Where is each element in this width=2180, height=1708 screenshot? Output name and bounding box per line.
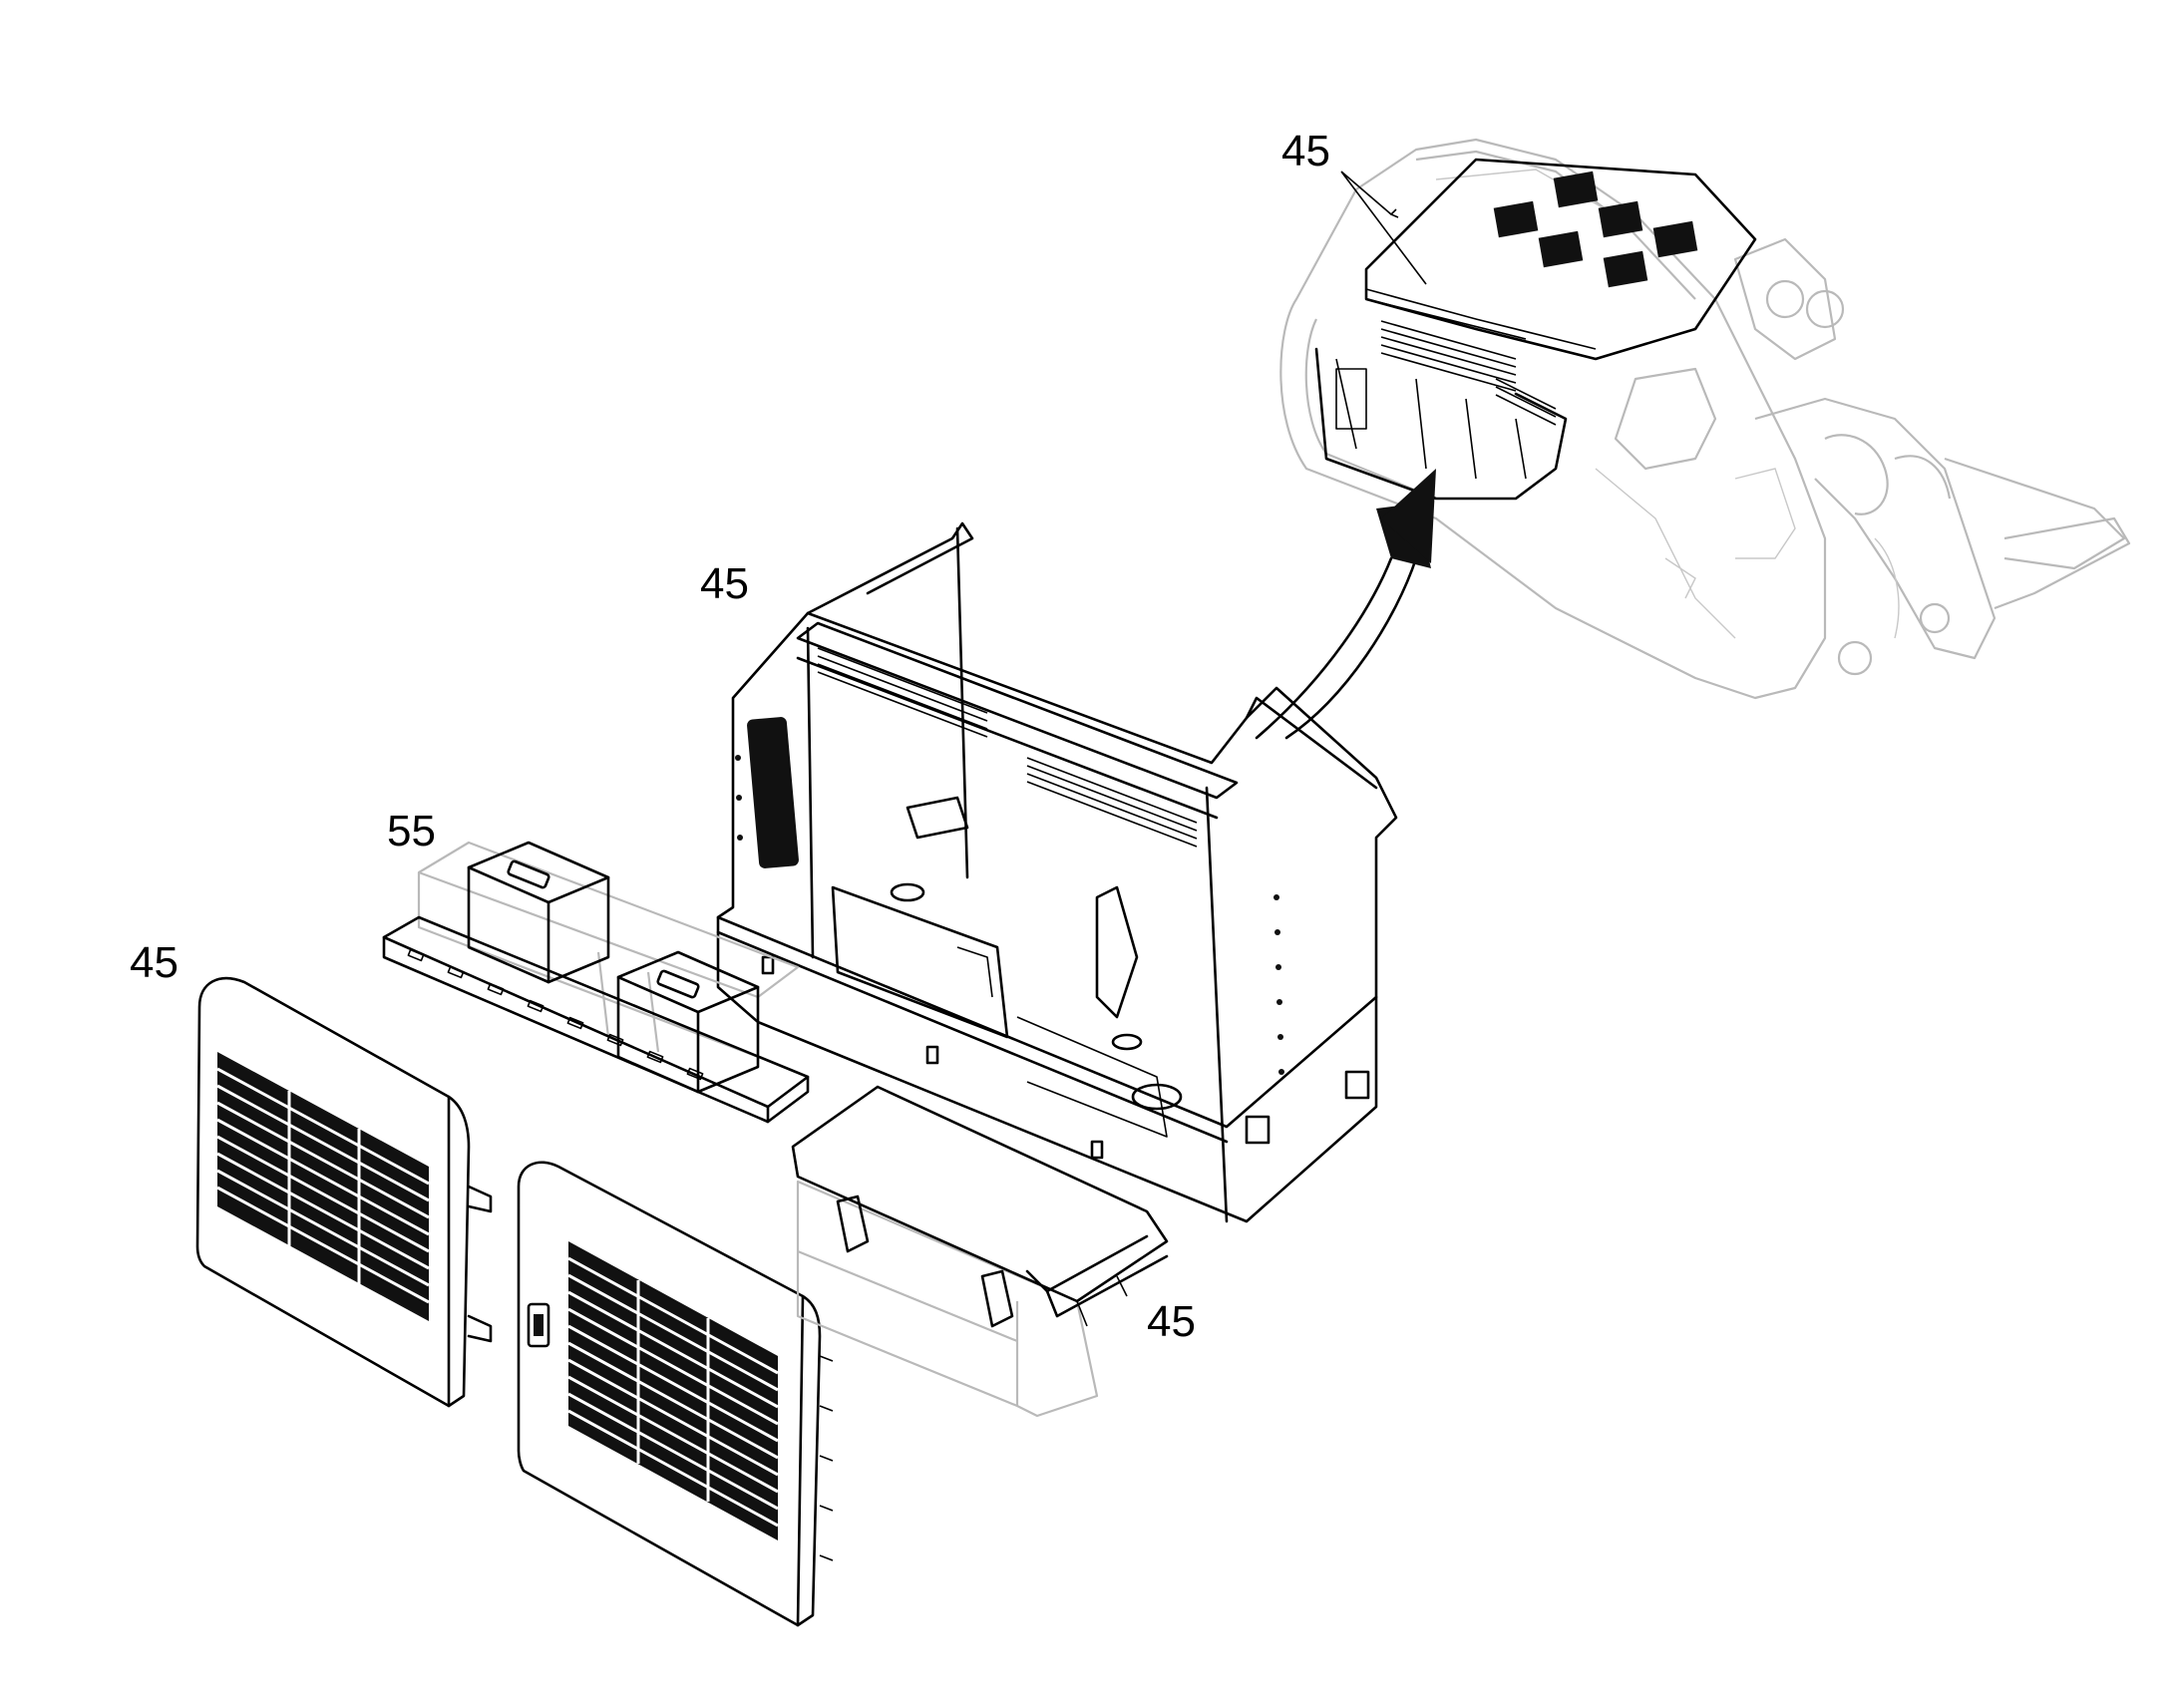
right-side-door: [517, 1161, 834, 1627]
install-arrow: [1255, 469, 1436, 740]
frame-perforations: [817, 647, 1198, 848]
left-door-grille: [216, 1052, 430, 1321]
roof-fan-grilles: [1493, 171, 1698, 288]
callout-leaders: [1340, 171, 1427, 285]
roof-louvers: [1380, 320, 1557, 426]
callout-45-left-door: 45: [130, 938, 179, 987]
callout-45-machine: 45: [1281, 127, 1330, 175]
compartment-frame: [716, 521, 1398, 1223]
callout-45-frame: 45: [700, 559, 749, 608]
machine-overview: [1279, 138, 2131, 700]
frame-rivets: [735, 755, 1284, 1075]
battery-cover: [791, 1085, 1169, 1418]
left-side-door: [195, 976, 493, 1408]
tray-slots: [407, 948, 704, 1081]
callout-55-battery-tray: 55: [387, 807, 436, 855]
battery-tray: [382, 841, 810, 1124]
callout-45-battery-cover: 45: [1147, 1297, 1196, 1346]
right-door-grille: [567, 1241, 779, 1540]
